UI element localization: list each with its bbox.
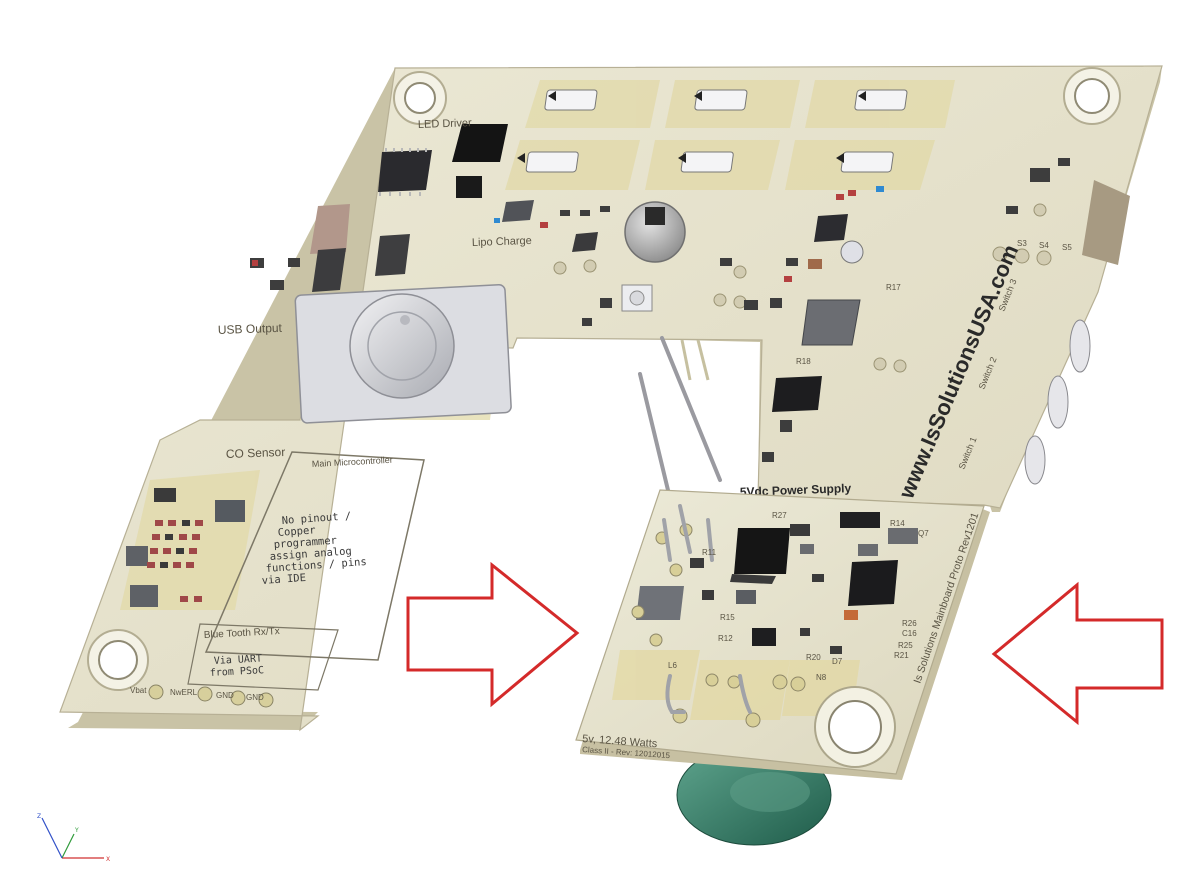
label-micro-note-4: assign analog	[269, 545, 352, 563]
label-usb-output: USB Output	[218, 321, 283, 337]
label-micro-note-6: via IDE	[261, 572, 306, 587]
axis-z-label: Z	[37, 813, 41, 820]
label-q7: Q7	[918, 529, 929, 538]
main-board: LED Driver Lipo Charge USB Output CO Sen…	[59, 65, 1163, 732]
label-led-driver: LED Driver	[418, 117, 473, 131]
label-lipo-charge: Lipo Charge	[472, 235, 532, 249]
board-top	[59, 65, 1163, 732]
label-r27: R27	[772, 511, 787, 520]
label-pad-gnd2: GND	[246, 693, 264, 702]
label-bt-title: Blue Tooth Rx/Tx	[204, 626, 280, 641]
bluetooth-outline	[187, 623, 339, 691]
axis-z-line	[41, 817, 63, 859]
label-pad-vbat: Vbat	[130, 686, 147, 695]
led-array	[517, 89, 908, 173]
label-r15: R15	[720, 613, 735, 622]
label-micro-note-2: Copper	[277, 524, 316, 539]
psu-board: Is Solutions Mainboard Proto Rev1201 5v,…	[575, 489, 990, 846]
label-d7: D7	[832, 657, 843, 666]
label-pad-nwerl: NwERL	[170, 688, 198, 697]
label-s4: S4	[1039, 241, 1049, 250]
axis-triad: X Y Z	[37, 813, 110, 863]
label-r26: R26	[902, 619, 917, 628]
label-r17: R17	[886, 283, 901, 292]
label-r20: R20	[806, 653, 821, 662]
label-r14: R14	[890, 519, 905, 528]
label-r12: R12	[718, 634, 733, 643]
label-co-sensor: CO Sensor	[226, 445, 286, 461]
bottom-pads	[148, 684, 274, 708]
axis-y-label: Y	[74, 827, 79, 834]
label-5v-power: 5Vdc Power Supply	[740, 481, 852, 499]
mounting-hole-top-right	[1063, 67, 1121, 125]
label-bt-note-1: Via UART	[214, 653, 263, 667]
mounting-hole-bottom-left	[87, 629, 149, 691]
components-psu	[631, 504, 918, 728]
label-micro-title: Main Microcontroller	[312, 455, 393, 469]
label-bt-note-2: from PSoC	[210, 665, 265, 679]
side-switches	[1024, 180, 1130, 485]
label-pad-gnd1: GND	[216, 691, 234, 700]
label-r21: R21	[894, 651, 909, 660]
components-main	[126, 124, 1070, 607]
label-psu-power: 5v, 12.48 Watts	[582, 733, 658, 750]
arrow-right-pointing	[406, 561, 580, 708]
label-micro-note-1: No pinout /	[281, 510, 351, 527]
label-s5: S5	[1062, 243, 1072, 252]
label-n8: N8	[816, 673, 827, 682]
axis-y-line	[61, 833, 75, 859]
label-l6: L6	[668, 661, 677, 670]
label-r18: R18	[796, 357, 811, 366]
mounting-hole-top-left	[393, 71, 447, 125]
label-r11: R11	[702, 548, 717, 557]
label-micro-note-3: programmer	[273, 535, 337, 551]
micro-outline	[204, 451, 425, 661]
axis-x-label: X	[106, 856, 110, 863]
arrow-left-pointing	[991, 581, 1164, 726]
label-r25: R25	[898, 641, 913, 650]
label-c16: C16	[902, 629, 917, 638]
co-sensor-parts	[147, 520, 203, 602]
label-s3: S3	[1017, 239, 1027, 248]
